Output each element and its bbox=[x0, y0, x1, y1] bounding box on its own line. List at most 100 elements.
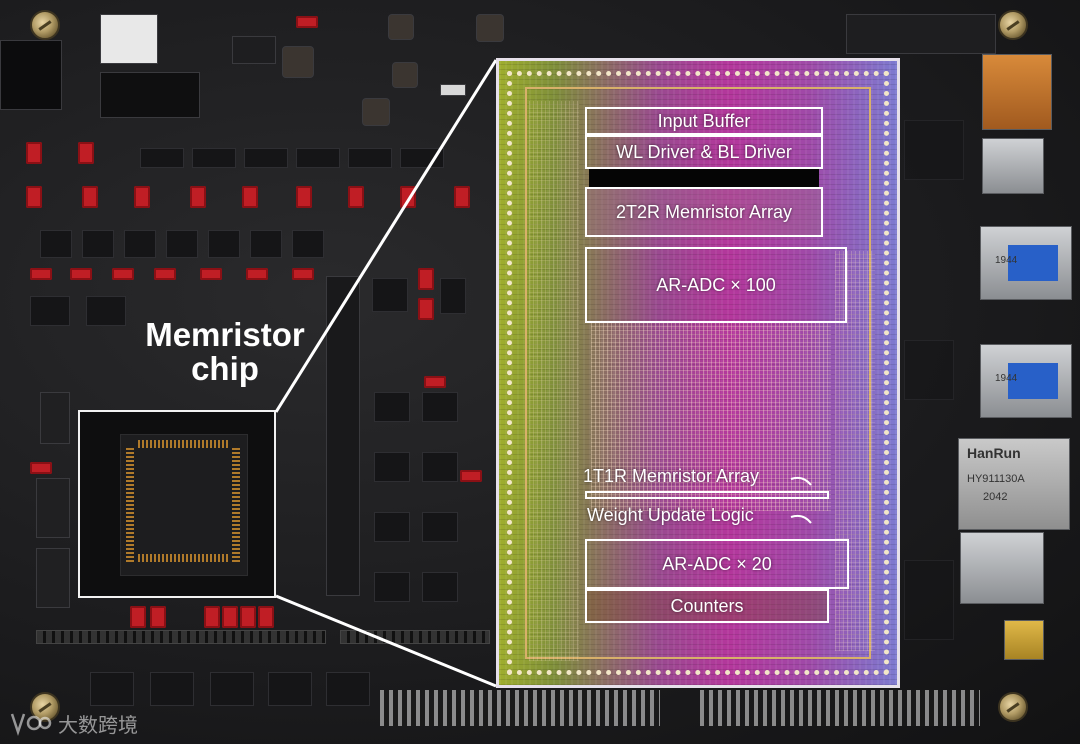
jumper bbox=[258, 606, 274, 628]
inductor bbox=[282, 46, 314, 78]
jumper bbox=[400, 186, 416, 208]
ethernet-code: 2042 bbox=[983, 491, 1008, 503]
ic-package bbox=[192, 148, 236, 168]
ic-package bbox=[400, 148, 444, 168]
jumper bbox=[78, 142, 94, 164]
counters-block: Counters bbox=[585, 589, 829, 623]
jumper bbox=[150, 606, 166, 628]
ic-package bbox=[422, 392, 458, 422]
bottom-pin-header bbox=[380, 690, 660, 726]
component-array bbox=[904, 340, 954, 400]
ic-package bbox=[422, 572, 458, 602]
die-array-texture bbox=[591, 321, 831, 511]
jumper bbox=[246, 268, 268, 280]
connector-column bbox=[326, 276, 360, 596]
pin-header bbox=[36, 630, 326, 644]
jumper bbox=[70, 268, 92, 280]
jumper bbox=[296, 186, 312, 208]
jumper bbox=[200, 268, 222, 280]
ic-package bbox=[140, 148, 184, 168]
usb3-port-1: 1944 bbox=[980, 226, 1072, 300]
connector bbox=[36, 478, 70, 538]
ethernet-port: HanRun HY911130A 2042 bbox=[958, 438, 1070, 530]
ic-package bbox=[40, 230, 72, 258]
ic-package bbox=[374, 512, 410, 542]
micro-usb-port bbox=[1004, 620, 1044, 660]
inductor bbox=[362, 98, 390, 126]
ic-package bbox=[90, 672, 134, 706]
usb3-tongue bbox=[1008, 363, 1058, 399]
ic-package bbox=[440, 278, 466, 314]
jumper bbox=[26, 186, 42, 208]
jumper bbox=[130, 606, 146, 628]
ic-package bbox=[374, 572, 410, 602]
jumper bbox=[242, 186, 258, 208]
ic-package bbox=[326, 672, 370, 706]
chip-pins-left bbox=[126, 446, 134, 562]
jumper bbox=[30, 268, 52, 280]
ar-adc-100-block: AR-ADC × 100 bbox=[585, 247, 847, 323]
pin-header bbox=[340, 630, 490, 644]
inductor bbox=[392, 62, 418, 88]
ic-package bbox=[348, 148, 392, 168]
chip-pins-right bbox=[232, 446, 240, 562]
jumper bbox=[460, 470, 482, 482]
screw-top-left bbox=[30, 10, 60, 40]
ic-package bbox=[422, 512, 458, 542]
jumper bbox=[204, 606, 220, 628]
jumper bbox=[454, 186, 470, 208]
ic-package bbox=[374, 392, 410, 422]
ic-package bbox=[372, 278, 408, 312]
jumper bbox=[154, 268, 176, 280]
screw-bottom-right bbox=[998, 692, 1028, 722]
ethernet-part: HY911130A bbox=[967, 473, 1025, 485]
die-left-texture bbox=[529, 101, 579, 661]
ic-package bbox=[124, 230, 156, 258]
die-right-texture bbox=[835, 251, 875, 651]
ic-package bbox=[268, 672, 312, 706]
die-pad-ring bbox=[507, 71, 889, 675]
driver-dark-band bbox=[589, 169, 819, 187]
leader-line-weight-update bbox=[790, 514, 812, 524]
label-leader-lines bbox=[790, 476, 812, 524]
jumper bbox=[112, 268, 134, 280]
bottom-pin-header bbox=[700, 690, 980, 726]
connector bbox=[36, 548, 70, 608]
ic-package bbox=[166, 230, 198, 258]
watermark: 大数跨境 bbox=[8, 708, 138, 738]
chip-package bbox=[120, 434, 248, 576]
inductor-block bbox=[100, 72, 200, 118]
regulator bbox=[232, 36, 276, 64]
jumper bbox=[292, 268, 314, 280]
jumper bbox=[240, 606, 256, 628]
inductor bbox=[388, 14, 414, 40]
component-array bbox=[904, 560, 954, 640]
array-2t2r-block: 2T2R Memristor Array bbox=[585, 187, 823, 237]
button bbox=[440, 84, 466, 96]
ic-package bbox=[210, 672, 254, 706]
port-stamp: 1944 bbox=[995, 255, 1018, 266]
ic-package bbox=[208, 230, 240, 258]
ic-package bbox=[30, 296, 70, 326]
input-buffer-block: Input Buffer bbox=[585, 107, 823, 135]
leader-line-1t1r bbox=[790, 476, 812, 486]
logo-icon bbox=[10, 713, 52, 736]
wl-bl-driver-block: WL Driver & BL Driver bbox=[585, 135, 823, 169]
screw-top-right bbox=[998, 10, 1028, 40]
memristor-chip-socket bbox=[78, 410, 276, 598]
ic-package bbox=[296, 148, 340, 168]
chip-die-micrograph: Input Buffer WL Driver & BL Driver 2T2R … bbox=[496, 58, 900, 688]
power-jack bbox=[0, 40, 62, 110]
jumper bbox=[26, 142, 42, 164]
ic-package bbox=[86, 296, 126, 326]
ic-package bbox=[374, 452, 410, 482]
jumper bbox=[418, 298, 434, 320]
port-stamp: 1944 bbox=[995, 373, 1018, 384]
usb-port-orange bbox=[982, 54, 1052, 130]
relay-component bbox=[100, 14, 158, 64]
array-1t1r-block bbox=[585, 491, 829, 499]
ic-package bbox=[250, 230, 282, 258]
array-1t1r-label: 1T1R Memristor Array bbox=[583, 466, 760, 486]
jumper bbox=[134, 186, 150, 208]
